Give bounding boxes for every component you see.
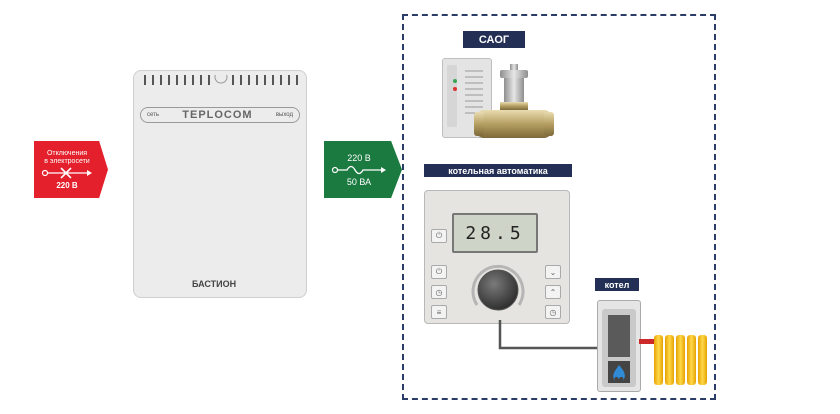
boiler-unit xyxy=(597,300,641,392)
maker-logo: БАСТИОН xyxy=(192,279,236,289)
control-cable xyxy=(498,320,610,350)
broken-wire-icon xyxy=(41,166,92,179)
outage-voltage: 220 В xyxy=(56,180,78,190)
menu-icon[interactable]: ≡ xyxy=(431,305,447,319)
timer-icon[interactable]: ◷ xyxy=(545,305,561,319)
outage-line2: в электросети xyxy=(44,157,90,165)
ac-sine-icon xyxy=(331,165,386,174)
power-outage-badge: Отключения в электросети 220 В xyxy=(34,141,108,198)
power-small-icon[interactable]: ⏻ xyxy=(431,265,447,279)
saog-sensor-box xyxy=(442,58,492,138)
maker-name: БАСТИОН xyxy=(192,279,237,289)
stabilizer-label-strip: сеть TEPLOCOM выход xyxy=(140,107,300,123)
protected-load-frame xyxy=(402,14,716,400)
saog-title: САОГ xyxy=(463,31,525,48)
stabilizer-unit: сеть TEPLOCOM выход БАСТИОН xyxy=(133,70,307,298)
output-power: 50 ВА xyxy=(346,176,372,187)
clock-icon[interactable]: ◷ xyxy=(431,285,447,299)
output-voltage: 220 В xyxy=(347,152,371,163)
control-knob[interactable] xyxy=(469,261,527,319)
heating-pipe xyxy=(639,339,655,344)
boiler-controller: 28.5 ⏻ ⏻ ◷ ≡ ⌄ ⌃ ◷ xyxy=(424,190,570,324)
chevron-down-icon[interactable]: ⌄ xyxy=(545,265,561,279)
radiator-graphic xyxy=(654,335,707,385)
power-icon[interactable]: ⏻ xyxy=(431,229,447,243)
boiler-graphic xyxy=(602,309,636,387)
chevron-up-icon[interactable]: ⌃ xyxy=(545,285,561,299)
flame-icon xyxy=(613,365,625,381)
label-input: сеть xyxy=(147,112,160,118)
output-power-badge: 220 В 50 ВА xyxy=(324,141,402,198)
automation-title: котельная автоматика xyxy=(424,164,572,177)
saog-sensor-graphic xyxy=(447,65,483,127)
label-output: выход xyxy=(275,112,293,118)
outage-line1: Отключения xyxy=(46,149,88,157)
vent-slots xyxy=(144,75,298,85)
brand-name: TEPLOCOM xyxy=(182,109,253,121)
temperature-display: 28.5 xyxy=(452,213,538,253)
gas-valve-graphic xyxy=(474,64,554,138)
boiler-title: котел xyxy=(595,278,639,291)
